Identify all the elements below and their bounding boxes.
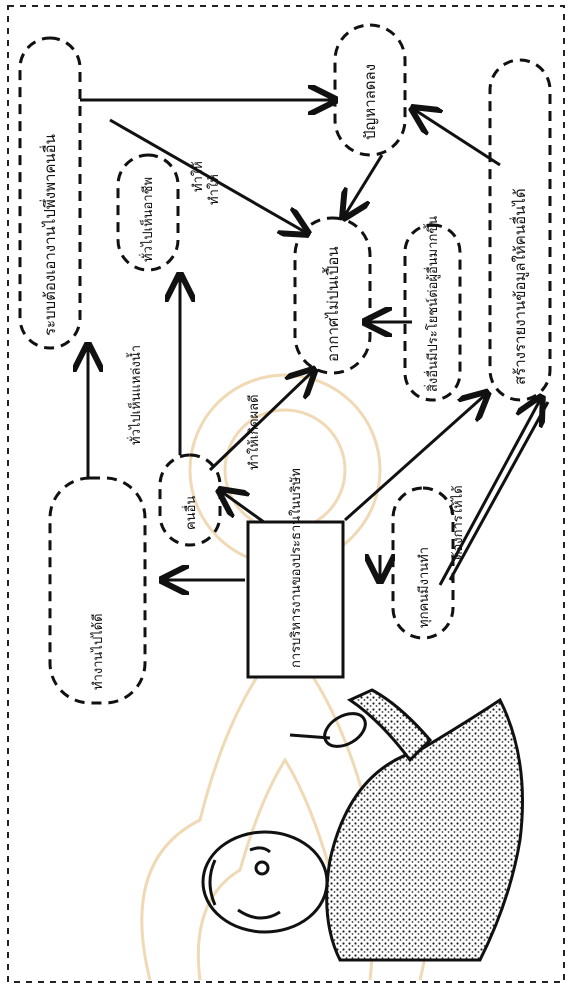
man-illustration-icon xyxy=(201,688,524,962)
man-coat xyxy=(325,697,524,962)
edge-center-n7 xyxy=(222,492,269,527)
label-n6: สิ่งอื่นมีประโยชน์ต่อผู้อื่นมากขึ้น xyxy=(423,216,441,392)
edge-n7-n4 xyxy=(208,372,312,472)
node-n1 xyxy=(18,36,82,350)
label-n3: ทั่วไปเห็นอาชีพ xyxy=(138,177,156,262)
edge-n5-n2 xyxy=(415,110,501,167)
node-labels: ระบบต้องเอางานไปพึ่งพาคนอื่น ปัญหาลดลง ท… xyxy=(39,64,529,690)
node-n3 xyxy=(116,153,180,272)
page-frame xyxy=(7,5,565,983)
edge-label-3: ต้องการให้ได้ xyxy=(450,485,466,560)
node-n5 xyxy=(488,58,552,402)
edge-label-0: ทำให้ xyxy=(206,174,222,205)
node-n7 xyxy=(158,453,222,547)
man-arm xyxy=(346,688,433,763)
edge-label-1: ทำให้เกิดผลดี xyxy=(246,394,262,470)
diagram-nodes xyxy=(18,23,552,705)
node-n8 xyxy=(391,486,455,640)
center-box xyxy=(246,520,345,679)
label-center-box: การบริหารงานของประธานในบริษัท xyxy=(288,468,304,668)
label-n2: ปัญหาลดลง xyxy=(361,64,379,140)
edge-n8-n5b xyxy=(448,401,550,581)
edge-center-n5 xyxy=(344,395,485,522)
node-n6 xyxy=(403,223,462,402)
man-hand xyxy=(323,712,367,748)
edge-n8-n5a xyxy=(438,400,540,586)
node-n4 xyxy=(293,216,372,375)
edge-label-4: ทำให้ xyxy=(190,161,206,192)
diagram-edges xyxy=(80,100,550,586)
node-n9 xyxy=(48,476,147,705)
label-n7: คนอื่น xyxy=(182,496,199,530)
label-n8: ทุกคนมีงานทำ xyxy=(416,547,432,628)
edge-n2-n4 xyxy=(345,154,384,215)
edge-labels: ทำให้ ทำให้เกิดผลดี ทั่วไปเห็นแหล่งน้ำ ต… xyxy=(126,161,466,560)
label-n4: อากาศไม่ปนเปื้อน xyxy=(322,246,342,362)
node-n2 xyxy=(333,23,407,157)
edge-label-2: ทั่วไปเห็นแหล่งน้ำ xyxy=(126,345,144,445)
label-n1: ระบบต้องเอางานไปพึ่งพาคนอื่น xyxy=(39,134,59,336)
label-n5: สร้างรายงานข้อมูลให้คนอื่นได้ xyxy=(509,188,529,385)
label-n9: ทำงานไปได้ดี xyxy=(90,613,106,690)
edge-n1-n4 xyxy=(109,118,305,232)
